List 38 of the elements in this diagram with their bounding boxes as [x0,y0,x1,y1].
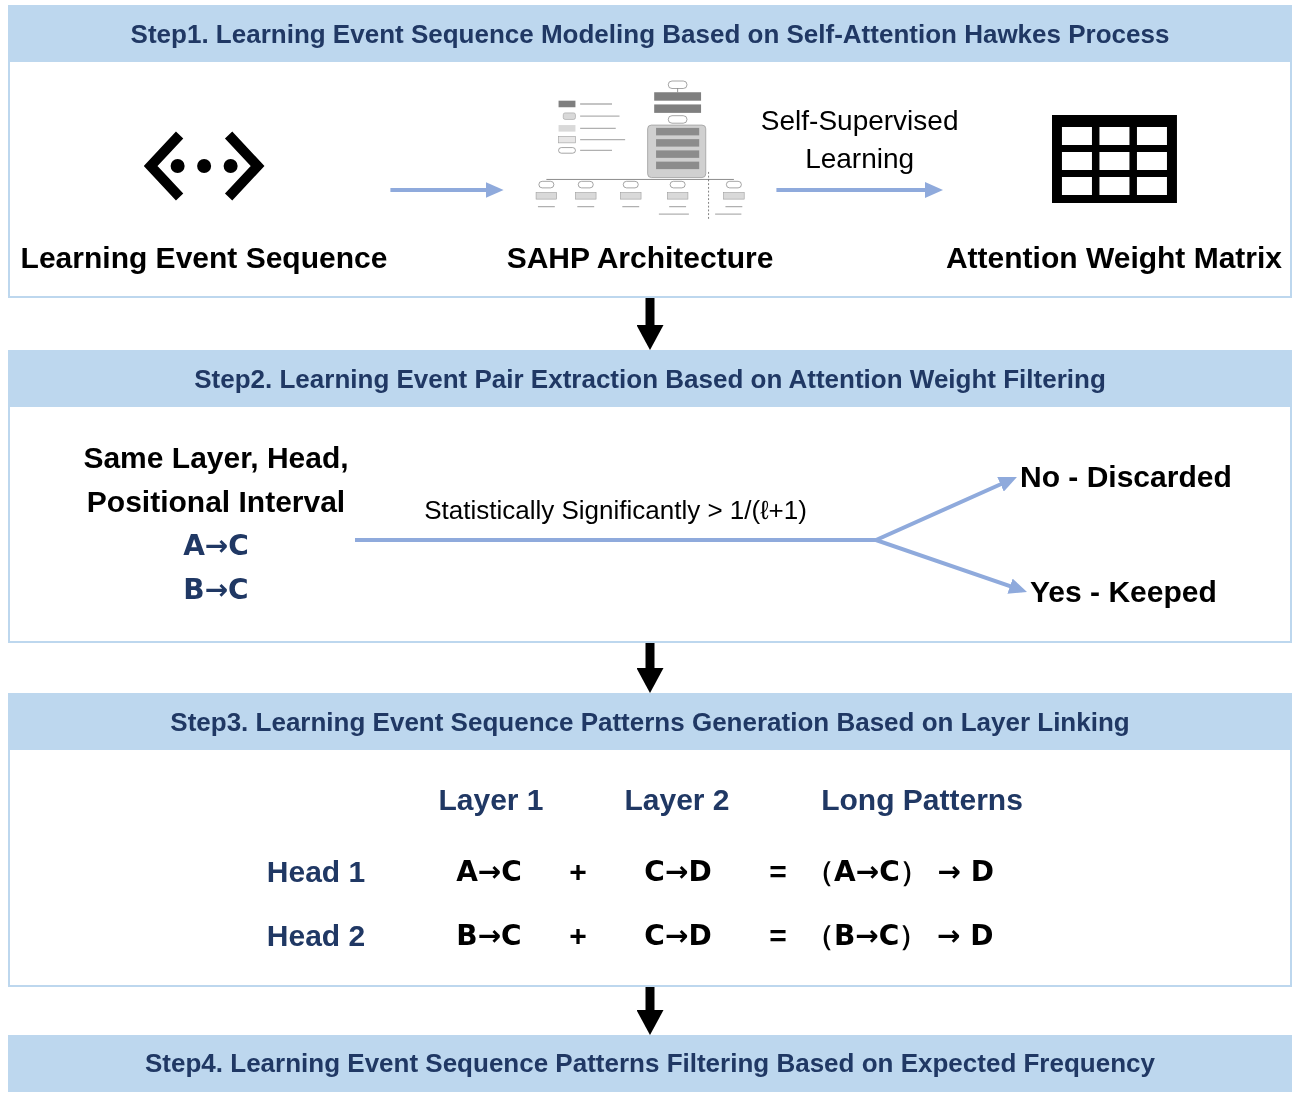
equals-sign: = [769,918,787,954]
event-pair: A→C [183,528,249,564]
edge-label: Statistically Significantly > 1/(ℓ+1) [424,493,807,527]
step-panel [8,693,1292,987]
row-heading: Head 1 [266,854,366,890]
long-pattern: （A→C） → D [806,854,994,890]
event-pair: C→D [644,854,712,890]
plus-sign: + [569,918,587,954]
arrow [776,182,943,198]
outcome-label: Yes - Keeped [1030,574,1217,610]
step-panel [8,350,1292,643]
long-pattern: （B→C） → D [806,918,994,954]
event-pair: B→C [456,918,522,954]
step-heading: Step1. Learning Event Sequence Modeling Based on Self-Attention Hawkes Process [130,18,1170,50]
step-panel [8,5,1292,298]
column-heading: Long Patterns [821,782,1023,818]
node-label: Attention Weight Matrix [945,240,1283,276]
arrow [355,538,1028,594]
column-heading: Layer 2 [624,782,730,818]
arrow [636,643,664,694]
event-pair: B→C [183,572,249,608]
step-heading: Step2. Learning Event Pair Extraction Based on Attention Weight Filtering [194,363,1106,395]
node-label: Same Layer, Head, Positional Interval [82,440,350,520]
plus-sign: + [569,854,587,890]
node-label: SAHP Architecture [506,240,774,276]
event-pair: C→D [644,918,712,954]
arrow [636,298,664,351]
column-heading: Layer 1 [438,782,544,818]
row-heading: Head 2 [266,918,366,954]
step-heading: Step3. Learning Event Sequence Patterns Generation Based on Layer Linking [170,706,1130,738]
arrow [636,987,664,1036]
outcome-label: No - Discarded [1020,459,1232,495]
step-header: Step4. Learning Event Sequence Patterns Filtering Based on Expected Frequency [8,1035,1292,1092]
equals-sign: = [769,854,787,890]
node-label: Learning Event Sequence [20,240,388,276]
arrow [390,182,504,198]
event-pair: A→C [456,854,522,890]
edge-label: Self-Supervised Learning [759,104,960,177]
